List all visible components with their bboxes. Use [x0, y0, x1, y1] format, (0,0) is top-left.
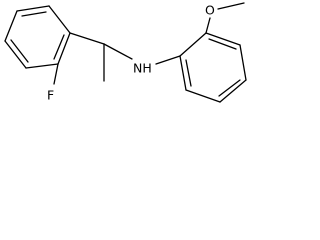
bond — [179, 55, 187, 91]
bond — [25, 63, 59, 69]
bond — [205, 32, 241, 46]
oxygen-to-methyl-bond — [217, 2, 245, 10]
double-bond-inner — [10, 39, 29, 63]
double-bond-inner — [218, 79, 241, 97]
bond — [48, 5, 71, 34]
fluorine-atom-label: F — [47, 88, 54, 103]
double-bond-inner — [208, 38, 237, 50]
amine-to-ring-bond — [155, 55, 181, 65]
bond — [219, 79, 247, 103]
molecule-structure: F NH O — [4, 2, 247, 103]
double-bond-inner — [53, 34, 65, 60]
bond — [4, 40, 27, 69]
methine-to-amine-bond — [103, 43, 133, 60]
carbon-fluorine-bond — [53, 63, 59, 85]
amine-atom-label: NH — [133, 61, 152, 76]
bond — [179, 32, 207, 57]
bond — [57, 32, 71, 65]
bond — [4, 10, 18, 42]
bond — [239, 44, 247, 81]
bond — [185, 89, 221, 103]
oxygen-atom-label: O — [205, 3, 215, 18]
bond — [16, 5, 50, 12]
left-benzene-ring — [4, 5, 71, 69]
double-bond-inner — [185, 59, 192, 87]
right-benzene-ring — [179, 32, 247, 103]
double-bond-inner — [21, 11, 47, 17]
ring-to-methine-bond — [69, 32, 105, 45]
ring-to-oxygen-bond — [205, 17, 211, 34]
